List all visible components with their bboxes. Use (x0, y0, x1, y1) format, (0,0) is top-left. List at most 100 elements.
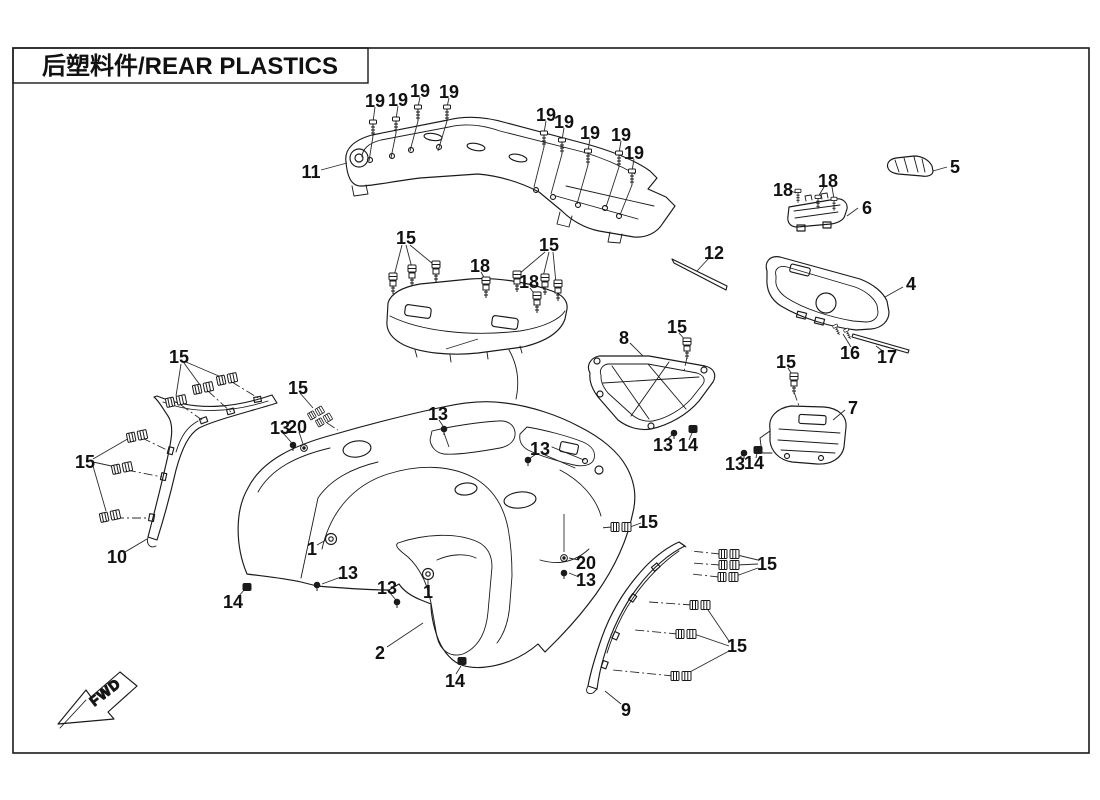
callout-19: 19 (388, 90, 408, 110)
drawing-border (12, 47, 1090, 754)
callout-16: 16 (840, 343, 860, 363)
leader-line (321, 576, 342, 585)
part-6-bracket (787, 192, 848, 232)
leader-line (299, 392, 314, 409)
callout-18: 18 (470, 256, 490, 276)
callout-19: 19 (536, 105, 556, 125)
leader-line (124, 538, 148, 553)
leader-line (629, 342, 644, 357)
fastener-dot (440, 425, 448, 436)
leader-line (696, 257, 710, 272)
leader-line (735, 567, 759, 577)
part-10-trim-strip (147, 394, 278, 548)
fastener-cliph (125, 429, 149, 443)
callout-2: 2 (375, 643, 385, 663)
leader-line (320, 162, 348, 171)
callout-1: 1 (423, 582, 433, 602)
fastener-cliph (164, 394, 188, 408)
leader-line (389, 592, 397, 601)
callout-12: 12 (704, 243, 724, 263)
callout-15: 15 (396, 228, 416, 248)
leader-line (687, 650, 730, 674)
leader-line (180, 404, 203, 421)
leader-line (568, 557, 580, 561)
callout-20: 20 (576, 553, 596, 573)
leader-line (405, 244, 413, 269)
leader-line (298, 431, 304, 445)
callout-19: 19 (554, 112, 574, 132)
leader-line (604, 690, 622, 705)
fastener-screw (830, 196, 838, 212)
leader-line (231, 381, 259, 399)
leader-line (518, 251, 546, 275)
leader-line (438, 419, 444, 427)
callout-5: 5 (950, 157, 960, 177)
fastener-cliph (670, 671, 692, 681)
fastener-nut (457, 657, 467, 665)
callout-19: 19 (410, 81, 430, 101)
fastener-dot (313, 581, 321, 592)
fastener-bolt2 (532, 291, 542, 314)
part-12-rod (671, 258, 728, 291)
callout-15: 15 (288, 378, 308, 398)
leader-line (393, 244, 403, 277)
leader-line (326, 422, 339, 431)
leader-line (445, 338, 479, 350)
fastener-screw (369, 119, 377, 137)
leader-line (690, 573, 720, 578)
fastener-cliph (718, 560, 740, 570)
page-title: 后塑料件/REAR PLASTICS (42, 53, 338, 80)
callout-14: 14 (744, 453, 764, 473)
part-11-rear-rack (345, 116, 676, 244)
callout-18: 18 (773, 180, 793, 200)
fastener-screw (414, 104, 422, 122)
fastener-cliph (718, 549, 740, 559)
fastener-dot (393, 598, 401, 609)
fastener-cliph (675, 629, 697, 639)
callout-10: 10 (107, 547, 127, 567)
leader-line (846, 207, 859, 217)
callout-15: 15 (75, 452, 95, 472)
callout-14: 14 (678, 435, 698, 455)
fwd-arrow: FWD (57, 671, 138, 729)
part-7-bracket (759, 405, 847, 465)
part-3-panel (386, 278, 568, 400)
leader-line (92, 465, 107, 512)
leader-line (691, 562, 721, 566)
leader-line (437, 120, 448, 152)
leader-line (576, 164, 589, 205)
parts-artwork: FWD (57, 116, 934, 729)
callout-13: 13 (338, 563, 358, 583)
callout-11: 11 (301, 162, 320, 182)
fastener-cliph (191, 381, 215, 395)
leader-line (386, 622, 424, 648)
leader-line (665, 434, 673, 441)
leader-line (542, 251, 550, 278)
leader-line (690, 550, 721, 555)
callout-13: 13 (428, 404, 448, 424)
leader-line (648, 601, 693, 606)
fastener-washer (560, 554, 568, 562)
fastener-washer (300, 444, 308, 452)
callout-19: 19 (365, 91, 385, 111)
leader-line (932, 166, 948, 172)
callout-13: 13 (377, 578, 397, 598)
fastener-bolt2 (540, 273, 550, 296)
fastener-bolt2 (789, 372, 799, 395)
callout-15: 15 (169, 347, 189, 367)
callout-19: 19 (611, 125, 631, 145)
leader-line (842, 333, 852, 348)
leader-line (612, 669, 674, 677)
fastener-bolt2 (553, 279, 563, 302)
fastener-cliph (306, 405, 326, 421)
fastener-screw (584, 148, 592, 166)
callout-15: 15 (776, 352, 796, 372)
callout-13: 13 (530, 439, 550, 459)
leader-line (736, 563, 759, 566)
callout-1: 1 (307, 539, 317, 559)
leader-line (634, 629, 679, 635)
callout-15: 15 (757, 554, 777, 574)
leader-line (183, 362, 201, 386)
fastener-cliph (610, 522, 632, 532)
